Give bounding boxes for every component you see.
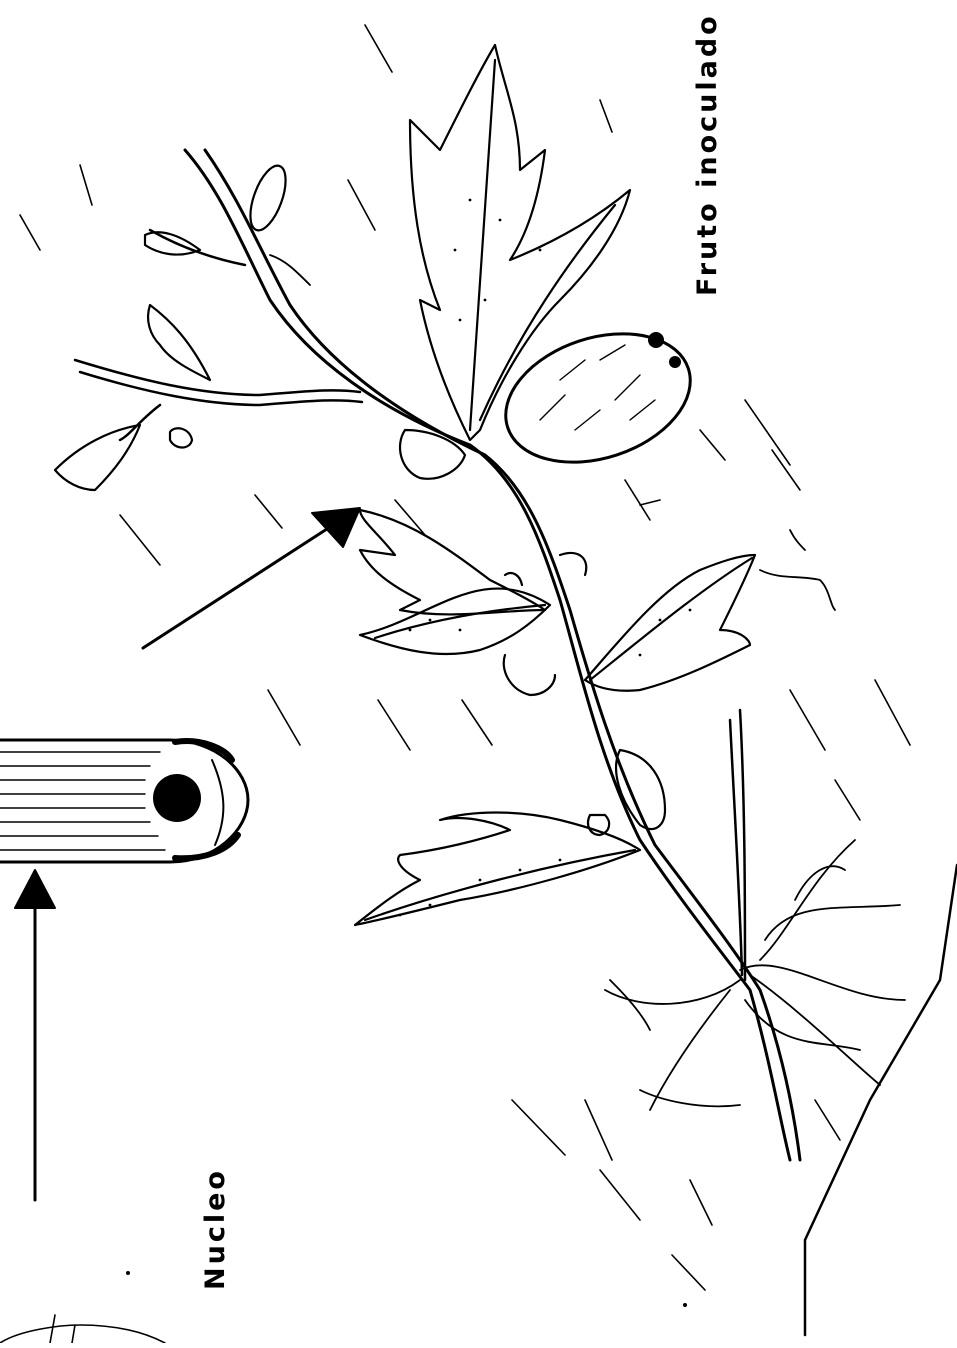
arrow-to-plant	[143, 508, 360, 648]
nucleus-label: Nucleo	[200, 1168, 231, 1290]
pot-outline	[805, 865, 957, 1335]
arrow-to-tube	[15, 870, 55, 1200]
fruit-label: Fruto inoculado	[692, 13, 723, 296]
main-stem	[185, 150, 800, 1160]
test-tube	[0, 740, 248, 862]
nucleus-dot	[153, 774, 201, 822]
roots	[605, 840, 905, 1110]
small-bud	[243, 161, 293, 234]
partial-circle-bottom	[0, 1315, 165, 1343]
root-galls	[170, 428, 665, 835]
